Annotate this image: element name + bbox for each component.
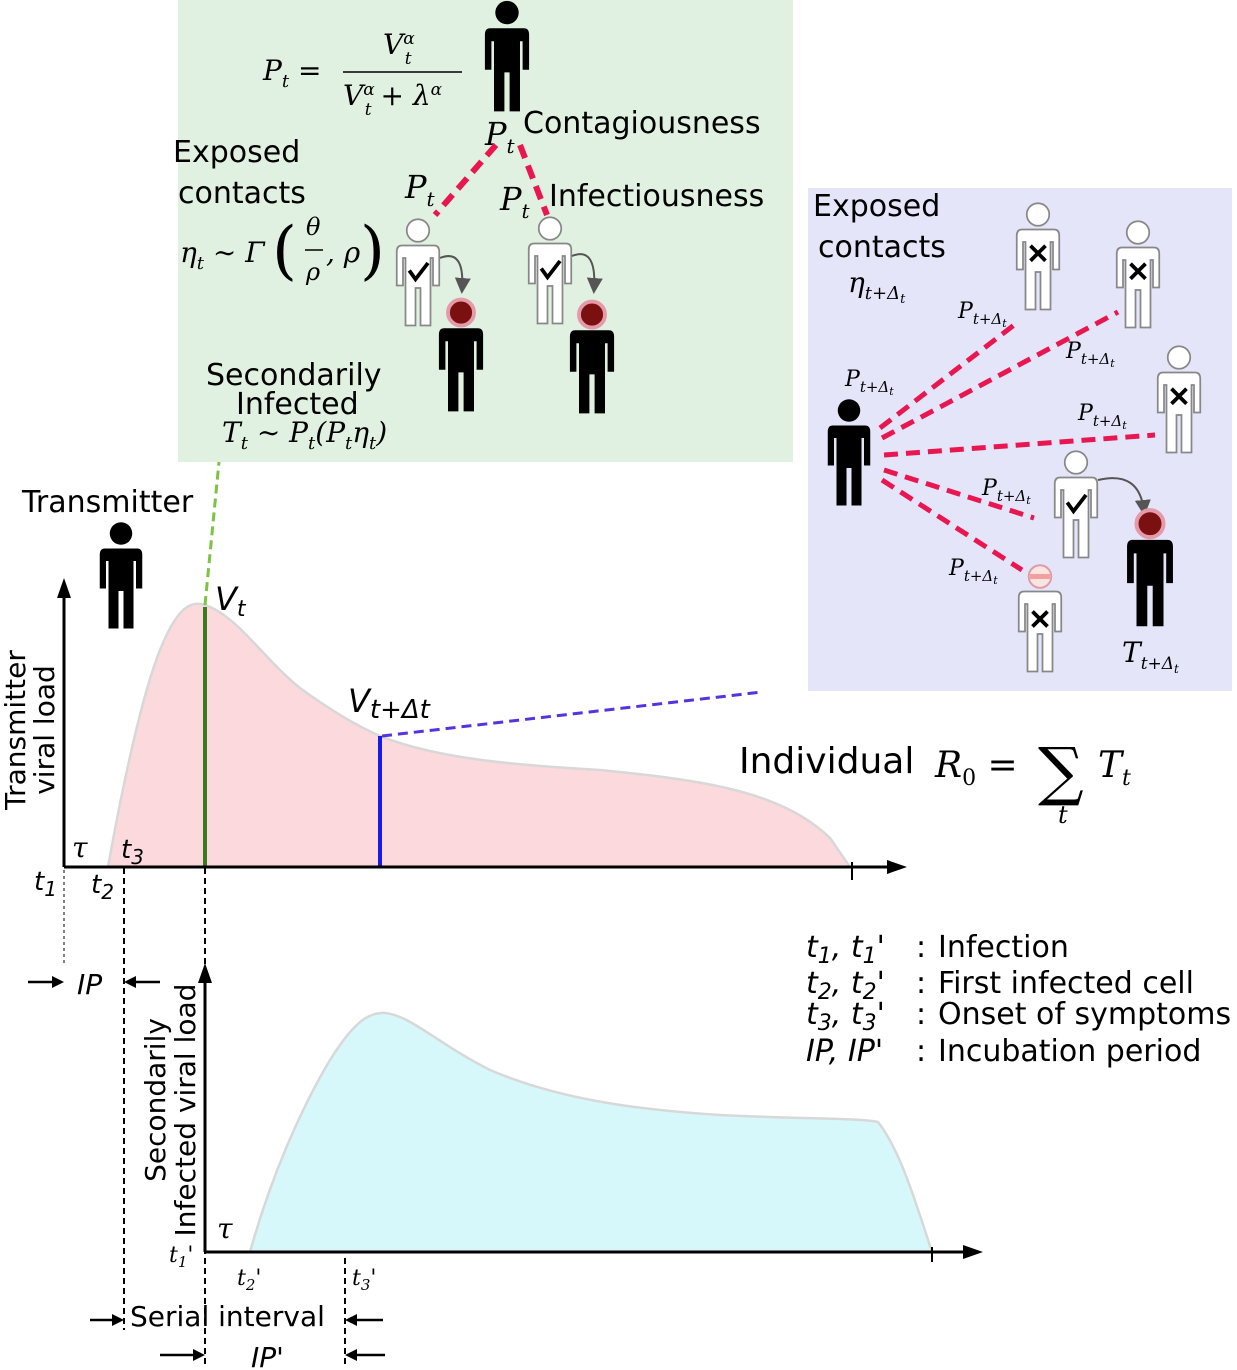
svg-text:, ρ: , ρ [326,236,361,269]
masked-contact-icon [1017,564,1063,673]
y-axis-arrowhead [57,578,71,598]
transmitter-viral-load-curve [106,602,853,869]
svg-text:R0 =: R0 = [934,745,1018,791]
secondary-viral-load-curve [248,1011,934,1254]
infection-arrow-icon [571,253,603,294]
serial-interval-label: Serial interval [130,1300,325,1333]
r0-formula: R0 = ∑ t Tt [934,735,1131,829]
transmitter-label: Transmitter [21,485,194,520]
exposed-contact-icon [1015,202,1061,311]
contagiousness-label: Contagiousness [523,106,761,141]
legend-symbols: IP, IP' [806,1034,883,1069]
legend-desc: Incubation period [938,1034,1201,1069]
infection-arrow-icon [1097,477,1151,516]
t2-label: t2 [91,870,114,904]
top-chart-axes [62,590,895,869]
legend-colon: : [916,966,926,1001]
contact-line [517,143,550,217]
y-axis-arrowhead [198,963,212,983]
legend-desc: Infection [938,930,1069,965]
exposed-contact-icon [1053,450,1099,559]
bottom-ylabel: Infected viral load [169,984,202,1237]
t1p-label: t1' [169,1243,193,1271]
infection-arrow-icon [439,255,471,294]
secondarily-infected-person-icon [438,297,484,412]
svg-text:ηt ∼ Γ: ηt ∼ Γ [180,236,266,274]
svg-text:Pt =: Pt = [262,54,321,92]
svg-text:ρ: ρ [305,258,320,286]
vt-label: Vt [215,580,247,622]
svg-text:θ: θ [306,213,321,241]
tau-label: τ [217,1212,233,1245]
tau-label: τ [72,831,88,864]
secondarily-infected-person-icon [1127,508,1173,627]
legend-desc: First infected cell [938,966,1194,1001]
top-ylabel: Transmitter [0,650,32,811]
x-axis-arrowhead [963,1245,983,1259]
arrowhead [345,1314,357,1326]
legend-symbols: t1, t1' [806,930,885,969]
green-dash-connector [203,461,221,606]
bottom-chart-axes [203,975,970,1254]
svg-text:∑: ∑ [1038,735,1084,809]
tt-formula: Tt ∼ Pt(Ptηt) [222,416,387,454]
blue-dash-connector [381,690,763,738]
vtdt-label: Vt+Δt [348,682,431,725]
exposed-contacts-label: contacts [818,230,946,265]
exposed-contacts-label: Exposed [813,189,940,224]
legend-colon: : [916,930,926,965]
exposed-contact-icon [1156,345,1202,454]
svg-text:(: ( [272,214,297,288]
svg-text:t: t [1058,801,1068,829]
secondarily-infected-person-icon [569,299,615,414]
t2p-label: t2' [237,1266,261,1294]
svg-text:): ) [360,214,385,288]
secondarily-infected-label: Infected [236,387,359,422]
t3p-label: t3' [352,1266,376,1294]
arrowhead [112,1314,124,1326]
top-ylabel: viral load [28,665,61,795]
infectiousness-label: Infectiousness [549,179,764,214]
exposed-contacts-label: Exposed [173,135,300,170]
svg-text:Tt: Tt [1098,745,1131,791]
bottom-ylabel: Secondarily [139,1018,172,1182]
ip-label: IP [77,968,102,1001]
arrowhead [193,1349,205,1361]
eta-formula: ηt ∼ Γ ( θ ρ , ρ ) [180,213,385,288]
ipp-label: IP' [251,1341,284,1370]
exposed-contact-icon [395,218,441,327]
individual-label: Individual [739,741,914,782]
legend-desc: Onset of symptoms [938,997,1231,1032]
t1-label: t1 [34,867,57,901]
legend: t1, t1' Infection : t2, t2' First infect… [806,930,1231,1069]
transmitter-person-icon [99,522,143,629]
arrowhead [52,976,64,988]
exposed-contacts-label: contacts [178,176,306,211]
drop-lines [123,868,346,1365]
exposed-contact-icon [527,216,573,325]
secondarily-infected-label: Secondarily [206,358,382,393]
contact-line [432,143,499,217]
arrowhead [124,976,136,988]
exposed-contact-icon [1115,220,1161,329]
green-panel [178,0,793,462]
arrowhead [345,1349,357,1361]
legend-colon: : [916,1034,926,1069]
contact-lines-group [878,309,1156,573]
x-axis-arrowhead [887,860,907,874]
legend-colon: : [916,997,926,1032]
